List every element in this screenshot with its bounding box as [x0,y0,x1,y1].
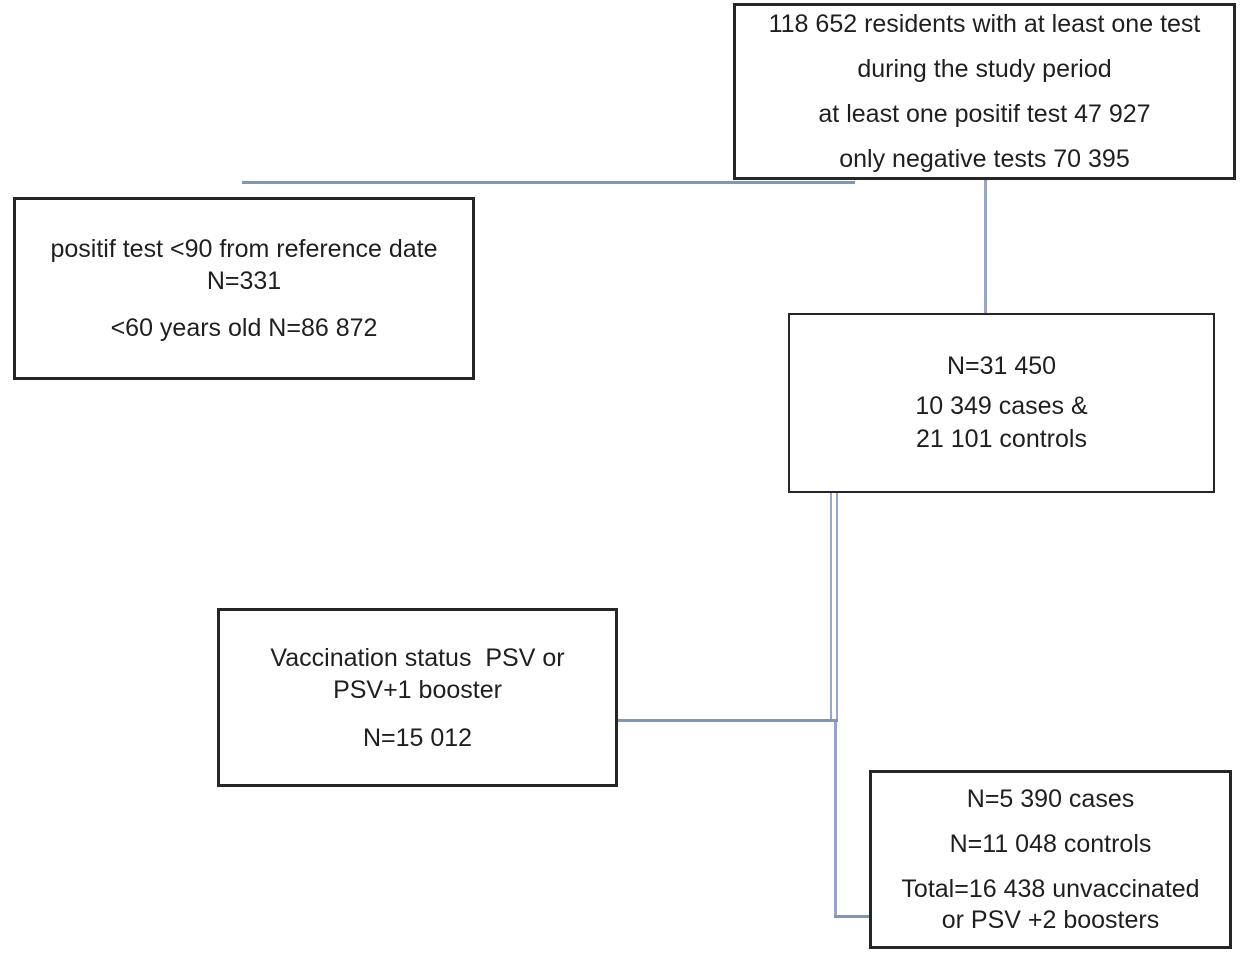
connector-residents-to-cohort-line [984,178,987,315]
box-line: Vaccination status PSV or [270,643,565,672]
box-line: N=15 012 [362,723,473,752]
box-line: at least one positif test 47 927 [818,99,1151,128]
connector-cohort-down-line-right [836,492,838,722]
box-line: <60 years old N=86 872 [110,314,378,342]
box-line: Total=16 438 unvaccinated [901,874,1200,903]
box-line: N=31 450 [946,352,1057,380]
connector-cohort-down-line-left [830,492,832,722]
box-line: during the study period [857,54,1112,83]
box-line: 118 652 residents with at least one test [768,9,1201,38]
box-line: positif test <90 from reference date [50,235,438,263]
box-line: or PSV +2 boosters [941,905,1160,934]
connector-vaccination-branch-line [617,719,838,722]
connector-down-to-final-line [834,722,837,918]
box-final-sample: N=5 390 cases N=11 048 controls Total=16… [869,770,1232,949]
box-line: N=331 [206,267,282,295]
box-line: 21 101 controls [916,425,1087,453]
box-line: only negative tests 70 395 [839,144,1130,173]
box-line: PSV+1 booster [333,675,502,704]
box-line: N=11 048 controls [949,829,1152,858]
box-residents-tested: 118 652 residents with at least one test… [733,3,1236,180]
connector-top-horizontal-line [242,181,855,184]
box-line: N=5 390 cases [966,784,1135,813]
box-line: 10 349 cases & [915,392,1088,420]
box-study-cohort: N=31 450 10 349 cases & 21 101 controls [788,313,1215,493]
box-exclusions: positif test <90 from reference date N=3… [13,197,475,380]
connector-final-box-stub-line [834,915,872,918]
box-vaccination-status: Vaccination status PSV or PSV+1 booster … [217,608,618,787]
